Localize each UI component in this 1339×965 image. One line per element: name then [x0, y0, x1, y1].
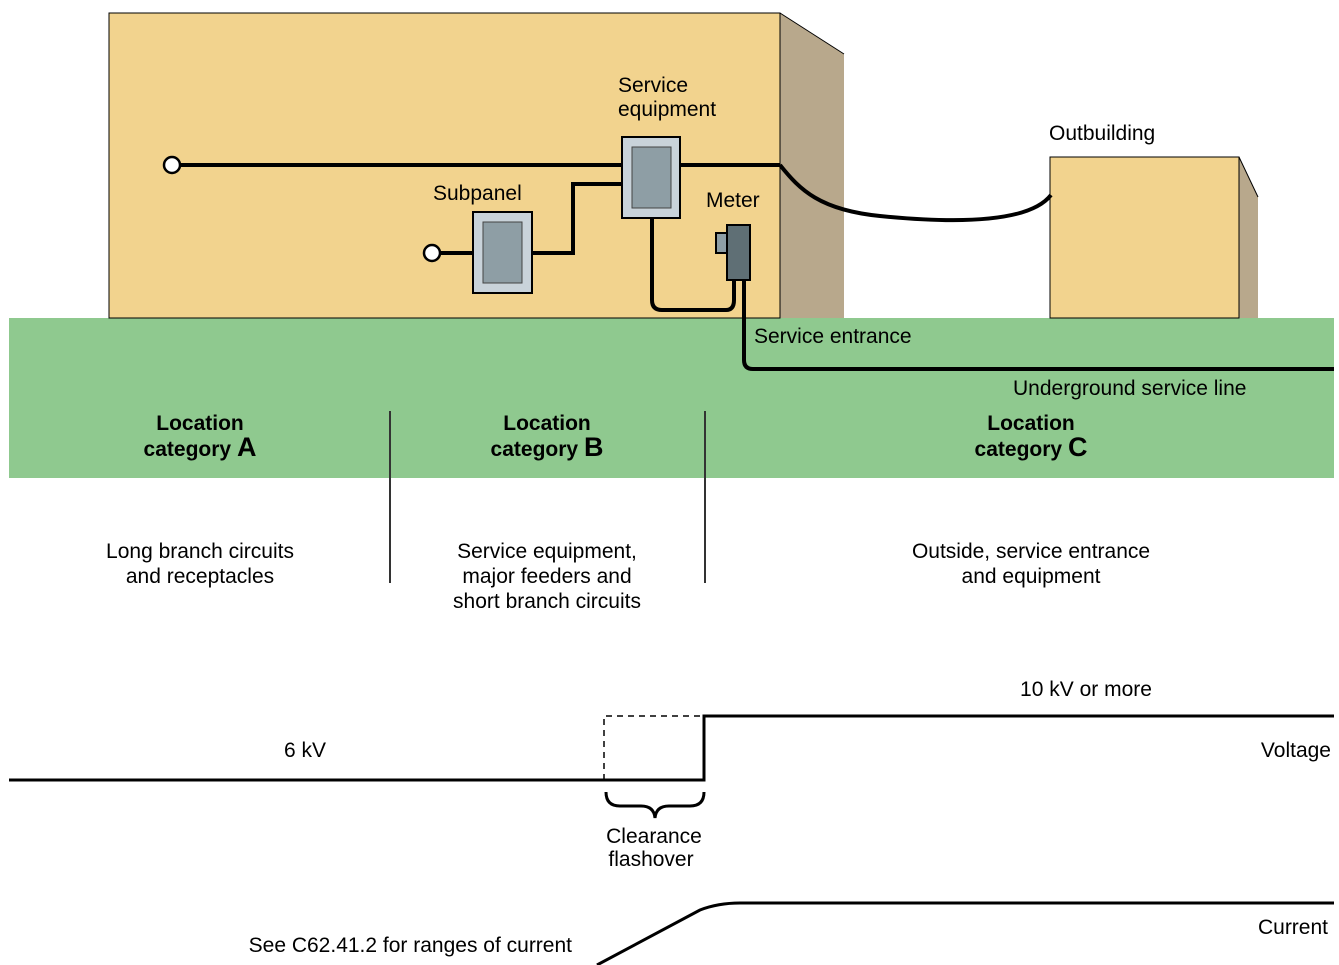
category-description: Outside, service entrance	[912, 540, 1150, 563]
outbuilding-side-edge	[1238, 156, 1259, 198]
clearance-label: flashover	[608, 848, 693, 871]
subpanel-feeder	[532, 182, 622, 255]
voltage-profile: 6 kV 10 kV or more Voltage Clearance fla…	[9, 678, 1334, 871]
service-to-meter	[650, 219, 736, 312]
category-description: and equipment	[962, 565, 1101, 588]
meter-face	[715, 232, 728, 254]
ground-band	[9, 318, 1334, 478]
underground-service-line	[742, 281, 1334, 371]
voltage-line	[9, 714, 1334, 782]
current-line	[596, 901, 1334, 965]
outbuilding-label: Outbuilding	[1049, 122, 1155, 145]
clearance-brace	[604, 791, 706, 819]
main-building-side	[780, 13, 844, 318]
current-row-label: Current	[1258, 916, 1328, 939]
category-heading: category A	[144, 432, 257, 462]
category-description: short branch circuits	[453, 590, 641, 613]
location-category-c: Location category C Outside, service ent…	[912, 412, 1150, 588]
service-equipment-label: Service	[618, 74, 688, 97]
category-description: Service equipment,	[457, 540, 637, 563]
service-entrance-label: Service entrance	[754, 325, 912, 348]
category-heading: category C	[975, 432, 1088, 462]
voltage-high-label: 10 kV or more	[1020, 678, 1152, 701]
location-category-a: Location category A Long branch circuits…	[106, 412, 294, 588]
voltage-row-label: Voltage	[1261, 739, 1331, 762]
feeder-to-outbuilding	[778, 163, 1053, 223]
category-heading: Location	[156, 412, 244, 435]
main-building-side-edge	[779, 12, 845, 55]
location-category-b: Location category B Service equipment, m…	[453, 412, 641, 613]
clearance-dashed-outline	[603, 715, 704, 780]
service-equipment-label: equipment	[618, 98, 716, 121]
subpanel-box-inner	[482, 221, 523, 284]
receptacle-icon	[162, 155, 182, 175]
outbuilding	[1049, 156, 1240, 319]
current-note: See C62.41.2 for ranges of current	[249, 934, 573, 957]
category-description: major feeders and	[462, 565, 631, 588]
receptacle-icon	[422, 243, 442, 263]
service-equipment-panel-inner	[631, 146, 672, 209]
category-description: and receptacles	[126, 565, 274, 588]
current-profile: Current See C62.41.2 for ranges of curre…	[249, 901, 1334, 965]
underground-service-line-label: Underground service line	[1013, 377, 1246, 400]
category-heading: Location	[987, 412, 1075, 435]
category-description: Long branch circuits	[106, 540, 294, 563]
clearance-label: Clearance	[606, 825, 702, 848]
meter-label: Meter	[706, 189, 760, 212]
category-heading: category B	[491, 432, 604, 462]
voltage-low-label: 6 kV	[284, 739, 326, 762]
subpanel-label: Subpanel	[433, 182, 522, 205]
meter-icon	[726, 224, 751, 281]
outbuilding-side	[1239, 157, 1258, 318]
category-heading: Location	[503, 412, 591, 435]
